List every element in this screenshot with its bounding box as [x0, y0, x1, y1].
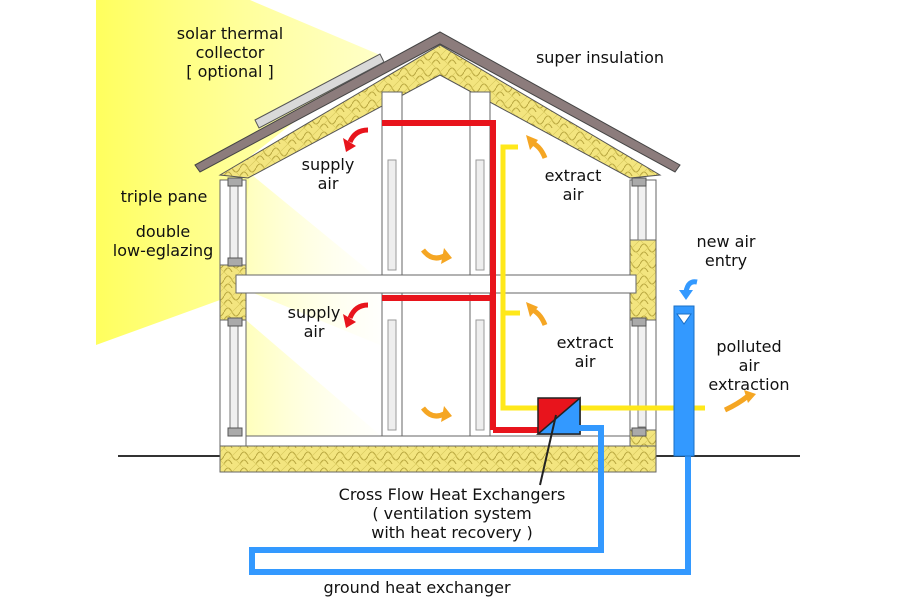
- extract-duct: [500, 144, 705, 411]
- exchanger-pointer: [539, 414, 557, 486]
- ground-heat-loop: [249, 425, 691, 575]
- sunlight-beam-lower: [246, 320, 380, 440]
- airflow-arrow-icon: [421, 406, 452, 422]
- supply-duct-upper: [382, 120, 496, 430]
- extract-arrow-icon: [526, 302, 548, 326]
- supply-air-label-lower: supply air: [287, 303, 341, 341]
- window-upper-left: [229, 184, 239, 266]
- interior-column-left-slot: [387, 159, 397, 271]
- exhaust-arrow-icon: [723, 390, 756, 413]
- roof: [194, 31, 681, 173]
- solar-collector: [254, 53, 385, 129]
- wall-cap: [227, 317, 243, 327]
- sunlight-beam-interior: [246, 170, 380, 345]
- wall-cap: [631, 177, 647, 187]
- wall-cap: [227, 427, 243, 437]
- wall-cap: [631, 317, 647, 327]
- window-upper-right: [637, 184, 647, 241]
- ground-heat-exchanger-label: ground heat exchanger: [323, 578, 511, 597]
- supply-air-label-upper: supply air: [301, 155, 355, 193]
- heat-exchanger-cold-side: [535, 396, 581, 435]
- ground-floor: [245, 435, 631, 447]
- polluted-air-label: polluted air extraction: [708, 337, 790, 394]
- solar-collector-label: solar thermal collector [ optional ]: [176, 24, 284, 81]
- supply-arrow-icon: [343, 127, 369, 152]
- extract-air-label-lower: extract air: [556, 333, 614, 371]
- foundation-insulation: [219, 445, 657, 473]
- middle-floor: [235, 274, 637, 294]
- wall-cap: [227, 177, 243, 187]
- new-air-stack: [673, 305, 695, 457]
- double-glazing-label: double low-eglazing: [112, 222, 214, 260]
- triple-pane-label: triple pane: [120, 187, 208, 206]
- extract-arrow-icon: [526, 135, 548, 159]
- new-air-inlet-marker: [676, 313, 692, 325]
- interior-column-right-slot: [475, 319, 485, 431]
- window-lower-left: [229, 321, 239, 433]
- roof-insulation: [218, 44, 662, 179]
- super-insulation-label: super insulation: [535, 48, 665, 67]
- heat-exchanger-label: Cross Flow Heat Exchangers ( ventilation…: [338, 485, 566, 542]
- airflow-arrow-icon: [421, 248, 452, 264]
- wall-cap: [631, 427, 647, 437]
- new-air-entry-label: new air entry: [696, 232, 756, 270]
- window-lower-right: [637, 321, 647, 428]
- interior-column-left-slot: [387, 319, 397, 431]
- new-air-arrow-icon: [679, 279, 698, 300]
- supply-arrow-icon: [343, 302, 369, 328]
- wall-cap: [227, 257, 243, 267]
- interior-column-right-slot: [475, 159, 485, 271]
- extract-air-label-upper: extract air: [544, 166, 602, 204]
